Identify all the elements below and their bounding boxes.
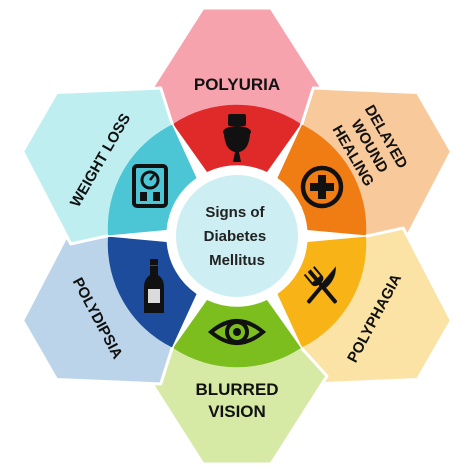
petal-polyphagia: POLYPHAGIA — [277, 226, 453, 386]
petal-weight-loss: WEIGHT LOSS — [21, 86, 197, 246]
svg-text:Signs of Diabetes: Signs of Diabetes Mellitus — [204, 204, 271, 269]
center-hub: Signs of Diabetes Mellitus — [170, 169, 304, 303]
petal-blurred-vision: BLURRED VISION — [145, 300, 329, 466]
petal-blurred-vision-label-line-2: VISION — [208, 402, 266, 421]
petal-polyuria-label-line-1: POLYURIA — [194, 75, 280, 94]
petals-layer: POLYURIADELAYEDWOUNDHEALINGPOLYPHAGIABLU… — [21, 6, 453, 466]
petal-polyphagia-inner — [277, 236, 367, 348]
petal-blurred-vision-label: BLURRED VISION — [195, 380, 278, 421]
center-title-line-2: Diabetes — [204, 228, 267, 245]
center-title-line-3: Mellitus — [209, 252, 265, 269]
center-circle — [170, 169, 304, 303]
petal-polydipsia: POLYDIPSIA — [21, 226, 197, 386]
petal-blurred-vision-label-line-1: BLURRED — [195, 380, 278, 399]
petal-delayed-wound-healing: DELAYEDWOUNDHEALING — [277, 86, 453, 246]
petal-weight-loss-inner — [107, 124, 197, 236]
petal-polyuria-label: POLYURIA — [194, 75, 280, 94]
center-title-line-1: Signs of — [205, 204, 265, 221]
petal-polyuria: POLYURIA — [145, 6, 329, 172]
